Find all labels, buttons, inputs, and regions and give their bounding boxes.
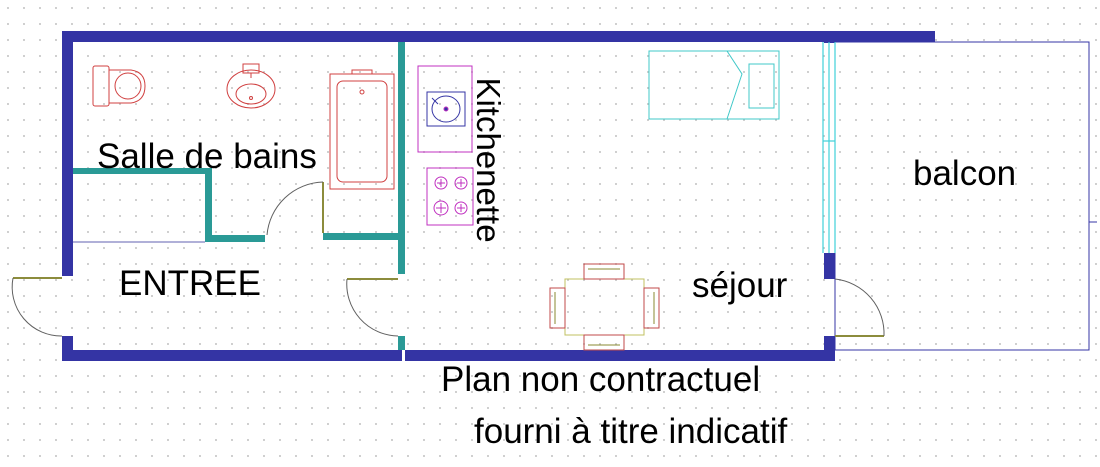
- kitchen-sink-icon: [417, 65, 473, 153]
- balcony-wall-upper: [824, 31, 835, 43]
- chair-detail: [554, 268, 655, 346]
- top-wall: [62, 31, 935, 42]
- balcony-outline: [834, 41, 1090, 351]
- balcony-wall-lower: [824, 336, 835, 361]
- door-swings: [11, 181, 885, 337]
- kitchen-wall-lower: [398, 336, 405, 350]
- entrance-label: ENTREE: [119, 264, 261, 303]
- toilet-icon: [92, 65, 146, 107]
- bath-partition-top: [73, 168, 208, 174]
- left-wall-upper: [62, 31, 73, 276]
- disclaimer-line-2: fourni à titre indicatif: [474, 412, 788, 451]
- bottom-wall-left: [62, 350, 402, 361]
- bed-icon: [648, 50, 780, 120]
- kitchenette-label: Kitchenette: [470, 77, 507, 243]
- balcony-label: balcon: [913, 154, 1017, 193]
- outer-walls: [62, 31, 935, 361]
- chair-icon: [549, 263, 660, 351]
- entrance-door: [11, 277, 63, 337]
- balcony-window: [822, 42, 836, 253]
- balcony-wall-mid: [824, 253, 835, 279]
- balcony-door: [834, 278, 885, 337]
- kitchen-wall-upper: [398, 42, 405, 274]
- bottom-wall-right: [405, 350, 835, 361]
- disclaimer-line-1: Plan non contractuel: [441, 360, 761, 399]
- interior-walls: [73, 42, 405, 350]
- bathroom-label: Salle de bains: [97, 137, 317, 176]
- bathroom-door: [266, 181, 324, 236]
- living-room-door: [346, 278, 399, 337]
- bath-partition-bottom: [205, 235, 265, 242]
- dining-table-icon: [549, 263, 660, 351]
- bathtub-icon: [329, 69, 395, 190]
- living-room-label: séjour: [692, 266, 788, 305]
- cooktop-icon: [426, 167, 474, 226]
- bath-partition-vert: [205, 168, 212, 242]
- bath-wall-right-stub: [323, 233, 400, 240]
- left-wall-lower: [62, 336, 73, 361]
- bathroom-sink-icon: [226, 63, 276, 109]
